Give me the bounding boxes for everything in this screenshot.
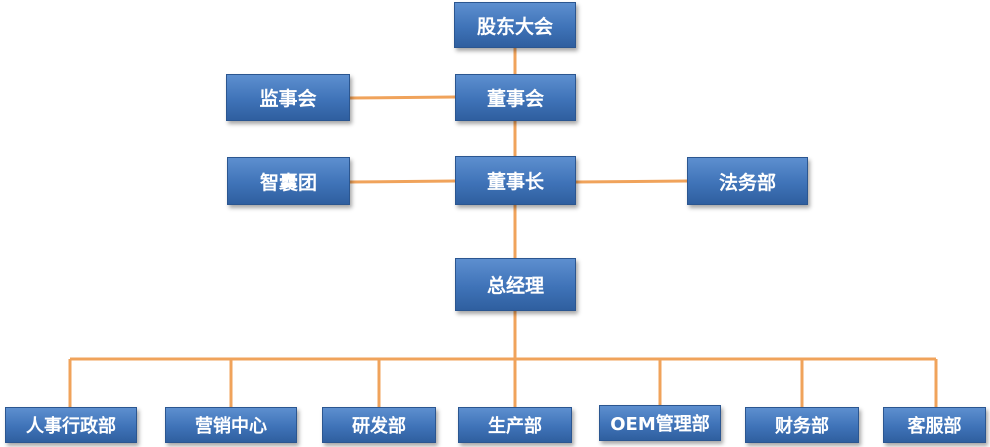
line-chairman-legal — [575, 179, 688, 184]
node-dept-production: 生产部 — [458, 407, 572, 443]
node-dept-customer-service: 客服部 — [883, 407, 986, 443]
node-dept-oem: OEM管理部 — [599, 405, 721, 441]
node-dept-finance: 财务部 — [745, 407, 859, 443]
node-supervisors: 监事会 — [226, 74, 350, 121]
line-thinktank-chairman — [349, 179, 456, 184]
node-think-tank: 智囊团 — [227, 157, 350, 205]
node-board: 董事会 — [455, 74, 576, 121]
node-chairman: 董事长 — [455, 156, 576, 205]
line-supervisors-board — [349, 95, 456, 100]
node-dept-hr-admin: 人事行政部 — [5, 407, 137, 443]
node-legal: 法务部 — [687, 157, 808, 205]
node-dept-rnd: 研发部 — [322, 407, 436, 443]
node-general-manager: 总经理 — [455, 258, 576, 311]
node-shareholders: 股东大会 — [454, 2, 576, 48]
node-dept-marketing: 营销中心 — [165, 407, 297, 443]
